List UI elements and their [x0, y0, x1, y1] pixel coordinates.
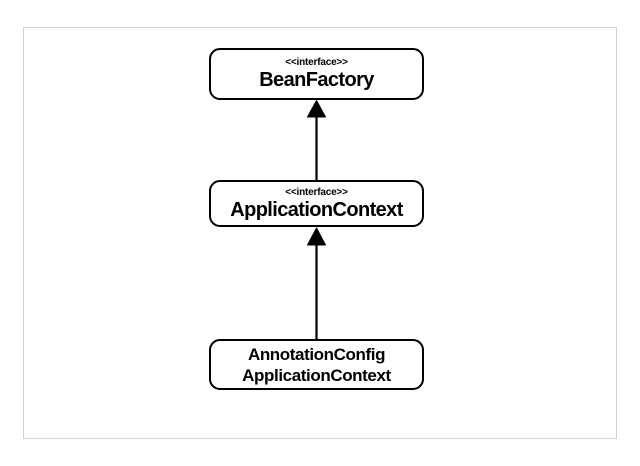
- uml-node-applicationcontext[interactable]: <<interface>> ApplicationContext: [209, 180, 424, 227]
- stereotype-label: <<interface>>: [285, 57, 348, 68]
- stereotype-label: <<interface>>: [285, 186, 348, 198]
- node-name-label: ApplicationContext: [230, 198, 403, 221]
- node-name-label: BeanFactory: [259, 69, 374, 91]
- node-name-label-line-2: ApplicationContext: [242, 365, 391, 385]
- uml-node-beanfactory[interactable]: <<interface>> BeanFactory: [209, 48, 424, 100]
- uml-node-annotationconfigapplicationcontext[interactable]: AnnotationConfig ApplicationContext: [209, 339, 424, 390]
- node-name-label-line-1: AnnotationConfig: [247, 344, 386, 364]
